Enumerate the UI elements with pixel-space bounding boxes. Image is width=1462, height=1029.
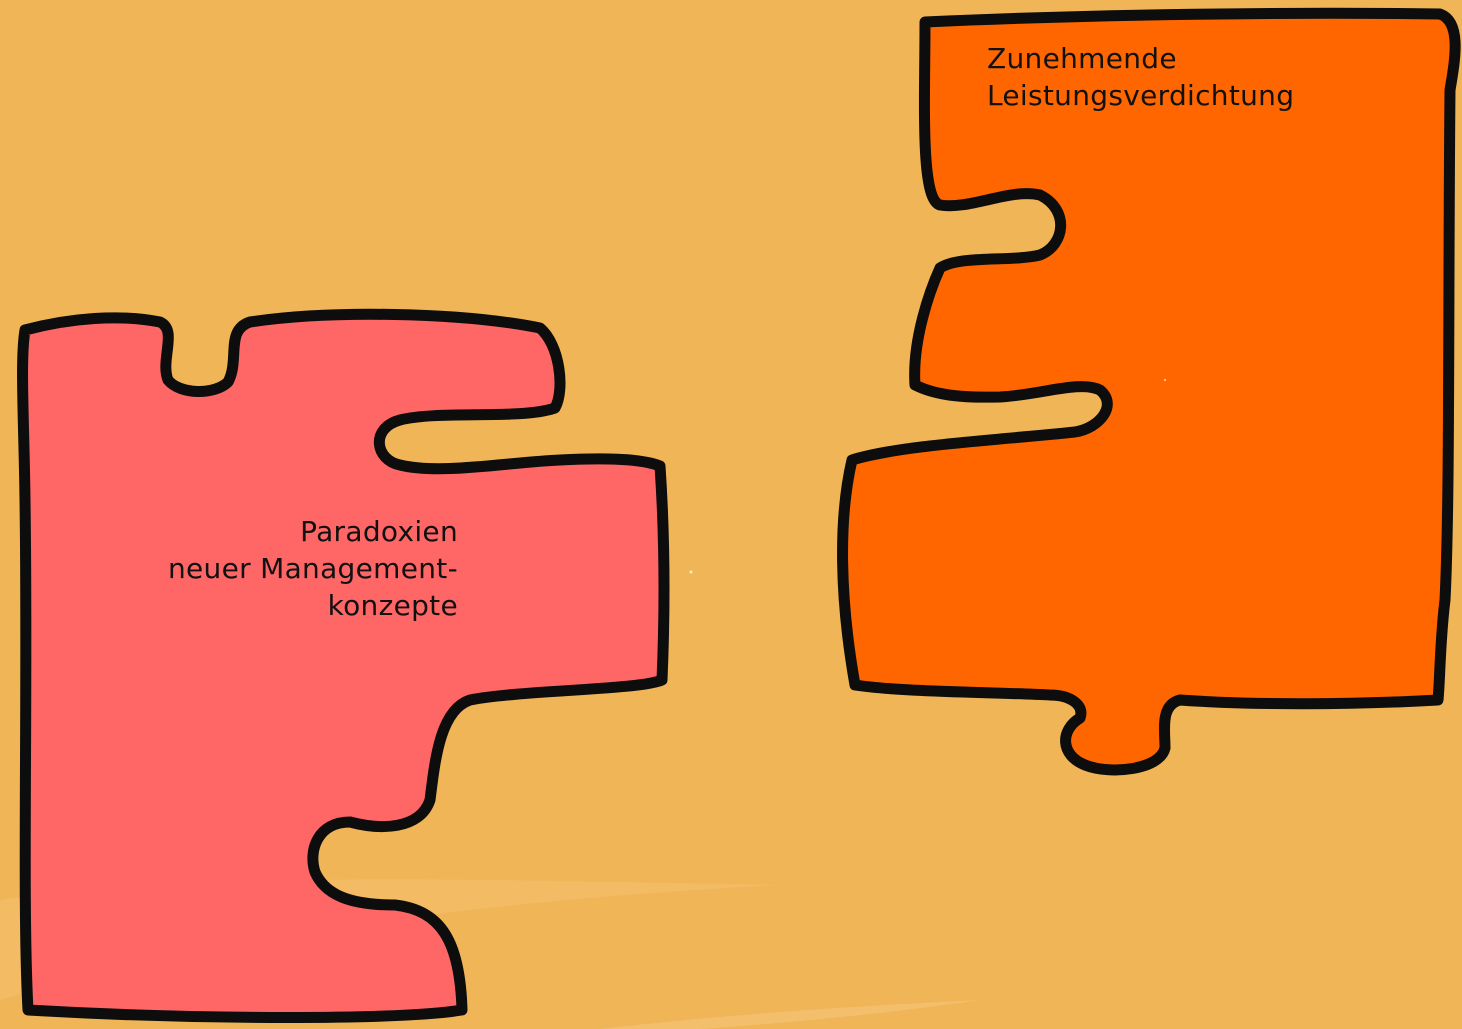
puzzle-piece-left <box>17 308 670 1023</box>
puzzle-piece-right <box>837 7 1461 776</box>
label-line: Leistungsverdichtung <box>987 79 1295 112</box>
label-line: Zunehmende <box>987 42 1177 75</box>
left-piece-label: Paradoxien neuer Management- konzepte <box>168 513 458 624</box>
label-line: neuer Management- <box>167 552 458 585</box>
background-streak <box>600 1000 980 1029</box>
speck <box>689 570 693 574</box>
label-line: konzepte <box>327 589 458 622</box>
speck <box>1163 378 1167 382</box>
right-piece-label: Zunehmende Leistungsverdichtung <box>987 40 1294 114</box>
label-line: Paradoxien <box>300 515 458 548</box>
